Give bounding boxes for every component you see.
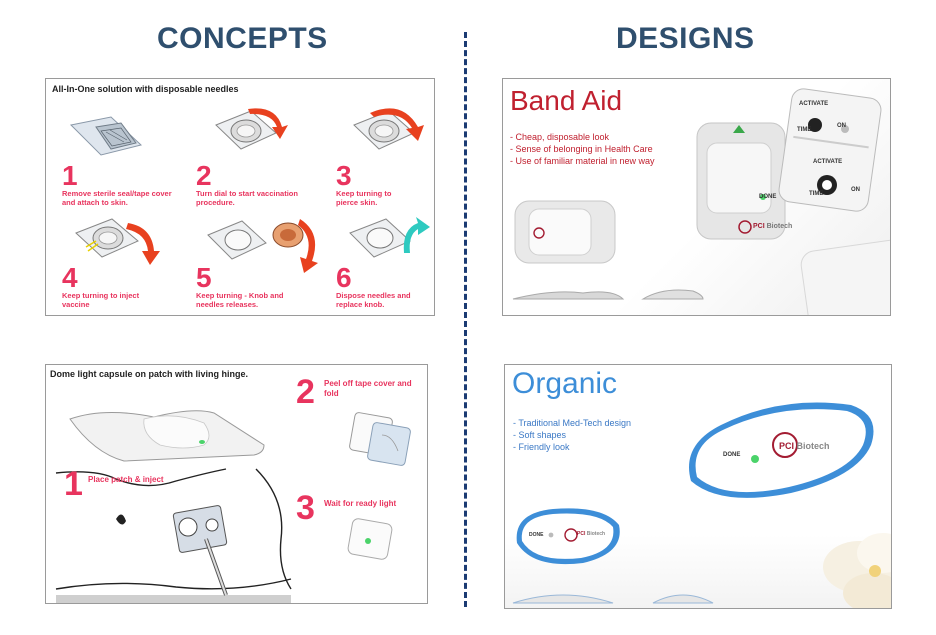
- band-aid-brand-mark: PCI Biotech: [753, 223, 792, 230]
- band-aid-done-label: DONE: [759, 194, 777, 200]
- brand-pc: PCI: [577, 531, 586, 537]
- seal-tape-illustration: [69, 116, 143, 156]
- organic-design-panel: Organic - Traditional Med-Tech design - …: [504, 364, 892, 609]
- step-caption: Keep turning - Knob and needles releases…: [196, 291, 284, 309]
- aio-step-5: 5 Keep turning - Knob and needles releas…: [196, 262, 316, 310]
- step-number: 5: [196, 262, 212, 293]
- step-number: 4: [62, 262, 78, 293]
- band-aid-bullet: - Use of familiar material in new way: [510, 156, 655, 166]
- band-aid-design-panel: Band Aid - Cheap, disposable look - Sens…: [502, 78, 891, 316]
- dome-patch-illustration: [69, 410, 265, 462]
- dome-step-2-caption: Peel off tape cover and fold: [324, 379, 412, 398]
- brand-pc: PCI: [753, 223, 765, 230]
- step-number: 1: [62, 160, 78, 191]
- designs-heading: DESIGNS: [616, 22, 755, 55]
- organic-side-profiles: [512, 594, 714, 604]
- inject-device-illustration: [75, 218, 160, 265]
- organic-small-device: [516, 508, 620, 565]
- organic-small-brand-mark: PCI Biotech: [577, 531, 605, 537]
- band-aid-bullets: - Cheap, disposable look - Sense of belo…: [510, 131, 655, 167]
- step-caption: Dispose needles and replace knob.: [336, 291, 411, 309]
- organic-bullets: - Traditional Med-Tech design - Soft sha…: [513, 417, 631, 453]
- tape-fold-illustration: [349, 412, 411, 466]
- controller-time-label-2: TIME: [809, 191, 824, 197]
- aio-step-2: 2 Turn dial to start vaccination procedu…: [196, 160, 316, 208]
- step-number: 6: [336, 262, 352, 293]
- knob-release-illustration: [207, 219, 318, 273]
- band-aid-bullet: - Cheap, disposable look: [510, 132, 610, 142]
- aio-step-4: 4 Keep turning to inject vaccine: [62, 262, 182, 310]
- controller-activate-label: ACTIVATE: [799, 101, 829, 107]
- dome-title: Dome light capsule on patch with living …: [50, 369, 249, 379]
- aio-step-3: 3 Keep turning to pierce skin.: [336, 160, 434, 208]
- controller-time-label: TIME: [797, 127, 812, 133]
- dispose-needles-illustration: [349, 217, 430, 258]
- step-number: 3: [336, 160, 352, 191]
- organic-small-done-label: DONE: [529, 532, 544, 538]
- band-aid-title: Band Aid: [510, 85, 623, 116]
- brand-rest: Biotech: [796, 441, 830, 451]
- ready-light-illustration: [347, 518, 393, 560]
- step-caption: Remove sterile seal/tape cover and attac…: [62, 189, 172, 207]
- band-aid-small-device: [514, 200, 616, 264]
- controller-activate-label-2: ACTIVATE: [813, 159, 843, 165]
- organic-done-label: DONE: [723, 452, 741, 458]
- controller-on-label: ON: [837, 123, 846, 129]
- pierce-device-illustration: [353, 108, 424, 150]
- organic-brand-mark: PCI Biotech: [779, 441, 830, 451]
- flower-decoration: [823, 533, 891, 608]
- controller-on-label-2: ON: [851, 187, 860, 193]
- organic-main-device: [689, 402, 874, 498]
- band-aid-main-device: [696, 122, 786, 240]
- band-aid-side-profiles: [512, 289, 704, 300]
- concepts-heading: CONCEPTS: [157, 22, 328, 55]
- step-caption: Keep turning to inject vaccine: [62, 291, 140, 309]
- band-aid-controller-device: [778, 88, 882, 212]
- step-caption: Keep turning to pierce skin.: [336, 189, 392, 207]
- brand-rest: Biotech: [586, 531, 606, 537]
- dome-step-3-caption: Wait for ready light: [324, 499, 397, 508]
- organic-title: Organic: [512, 367, 618, 400]
- aio-step-6: 6 Dispose needles and replace knob.: [336, 262, 434, 310]
- dome-step-1-caption: Place patch & inject: [88, 475, 164, 484]
- all-in-one-concept-panel: All-In-One solution with disposable need…: [45, 78, 435, 316]
- step-number: 2: [196, 160, 212, 191]
- center-divider: [464, 32, 467, 607]
- dome-step-1-number: 1: [64, 465, 83, 503]
- band-aid-bullet: - Sense of belonging in Health Care: [510, 144, 653, 154]
- band-aid-patch-corner: [800, 238, 890, 315]
- dial-device-illustration: [215, 108, 288, 150]
- dome-capsule-concept-panel: Dome light capsule on patch with living …: [45, 364, 428, 604]
- dome-step-2-number: 2: [296, 373, 315, 411]
- aio-step-1: 1 Remove sterile seal/tape cover and att…: [62, 160, 182, 208]
- organic-bullet: - Friendly look: [513, 442, 570, 452]
- all-in-one-title: All-In-One solution with disposable need…: [52, 84, 239, 94]
- brand-rest: Biotech: [766, 223, 793, 230]
- organic-bullet: - Soft shapes: [513, 430, 567, 440]
- brand-pc: PCI: [779, 441, 795, 451]
- step-caption: Turn dial to start vaccination procedure…: [196, 189, 298, 207]
- organic-bullet: - Traditional Med-Tech design: [513, 418, 632, 428]
- dome-step-3-number: 3: [296, 489, 315, 527]
- belly-sketch-illustration: [55, 468, 292, 603]
